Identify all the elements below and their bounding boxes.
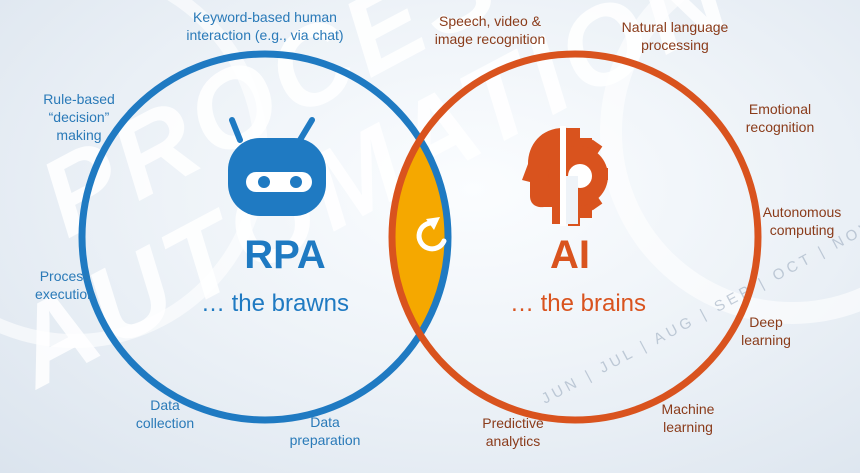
label-line: Autonomous computing [762,204,842,238]
rpa-label: Process execution [20,267,110,303]
ai-label: Emotional recognition [725,100,835,136]
rpa-circle [78,50,452,424]
rpa-title: RPA [244,233,326,277]
label-line: Keyword-based human interaction (e.g., v… [186,9,344,43]
rpa-label: Rule-based “decision” making [24,90,134,144]
ai-label: Deep learning [726,313,806,349]
label-line: Emotional recognition [745,101,815,135]
label-line: Machine learning [661,401,715,435]
ai-circle [388,50,762,424]
label-line: Data collection [135,397,195,431]
label-line: Speech, video & image recognition [434,13,546,47]
ai-label: Speech, video & image recognition [420,12,560,48]
label-line: Deep learning [741,314,791,348]
label-line: Data preparation [289,414,361,448]
label-line: Predictive analytics [482,415,544,449]
rpa-tagline: … the brawns [200,290,350,317]
rpa-label: Data collection [125,396,205,432]
label-line: Rule-based “decision” making [43,91,115,143]
ai-label: Machine learning [648,400,728,436]
ai-label: Natural language processing [605,18,745,54]
head-gear-icon [522,126,608,226]
label-line: Natural language processing [621,19,729,53]
rpa-label: Keyword-based human interaction (e.g., v… [175,8,355,44]
ai-label: Predictive analytics [468,414,558,450]
rpa-label: Data preparation [280,413,370,449]
ai-tagline: … the brains [509,290,647,317]
label-line: Process execution [35,268,95,302]
ai-title: AI [550,233,590,277]
ai-label: Autonomous computing [748,203,856,239]
robot-head-icon [228,117,326,216]
refresh-icon [416,217,447,252]
